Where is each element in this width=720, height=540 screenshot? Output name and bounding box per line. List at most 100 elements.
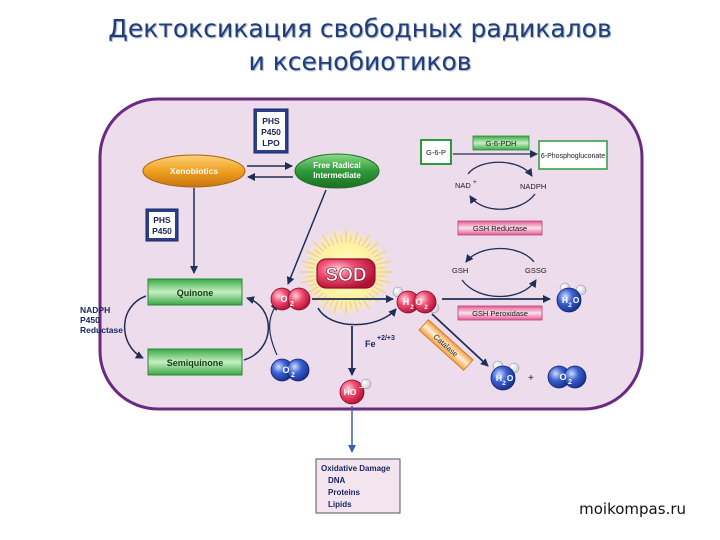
reductase-label: P450 <box>80 315 100 325</box>
arrow-nadph-to-nad <box>469 193 536 210</box>
molecule-water-right: H 2 O <box>556 282 587 313</box>
free-radical-label: Intermediate <box>313 171 361 180</box>
reductase-label: NADPH <box>80 305 110 315</box>
sun-ray <box>357 237 362 246</box>
semiquinone-label: Semiquinone <box>167 358 224 368</box>
gssg-label: GSSG <box>525 266 547 275</box>
molecule-superoxide: O 2 <box>270 287 311 311</box>
sun-ray <box>349 301 352 309</box>
sun-ray <box>321 242 327 250</box>
sun-ray <box>368 292 379 303</box>
sod-sunburst: SOD <box>300 228 392 316</box>
enzyme-label: P450 <box>152 226 172 236</box>
arrow-fenton-curve <box>317 307 397 326</box>
enzyme-label: PHS <box>262 116 280 126</box>
sun-ray <box>368 241 379 252</box>
sun-ray <box>365 242 371 250</box>
gsh-reductase-bar: GSH Reductase <box>457 220 543 236</box>
node-quinone: Quinone <box>147 278 243 306</box>
molecule-hydroxyl: HO − <box>339 378 372 405</box>
oxidative-damage-box: Oxidative Damage DNA Proteins Lipids <box>315 458 401 514</box>
sun-ray <box>305 286 319 294</box>
enzyme-label: P450 <box>261 127 281 137</box>
molecule-water-bottom: H 2 O <box>490 360 520 391</box>
sun-ray <box>375 282 384 287</box>
h2o2-label: O <box>415 297 422 307</box>
node-xenobiotics: Xenobiotics <box>142 154 246 188</box>
gsh-peroxidase-bar: GSH Peroxidase <box>457 305 543 321</box>
sun-ray <box>313 249 321 255</box>
enzyme-phs-p450-lpo: PHS P450 LPO <box>253 108 289 154</box>
h2o-label: H <box>496 373 502 383</box>
sun-ray <box>306 266 315 269</box>
h2o-sub: 2 <box>502 380 506 387</box>
gsh-reductase-label: GSH Reductase <box>473 224 527 233</box>
arrow-h2o2-to-catalase-products <box>431 313 489 367</box>
sun-ray <box>308 282 317 287</box>
quinone-label: Quinone <box>177 288 214 298</box>
molecule-hydrogen-peroxide: H 2 O 2 <box>392 286 440 314</box>
arrow-radical-to-superoxide <box>286 189 327 285</box>
plus-sign: + <box>528 373 534 384</box>
sun-ray <box>333 300 339 314</box>
enzyme-label: LPO <box>262 138 280 148</box>
sun-ray <box>373 286 387 294</box>
nadp-label: NAD <box>455 181 471 190</box>
sun-ray <box>313 241 324 252</box>
sun-ray <box>371 249 379 255</box>
arrow-semiquinone-to-quinone <box>243 296 270 361</box>
o2-label: O <box>280 294 287 304</box>
node-free-radical-intermediate: Free Radical Intermediate <box>294 153 380 189</box>
sun-ray <box>301 279 316 284</box>
h2o-sub: 2 <box>568 302 572 309</box>
nadp-sup: + <box>473 179 477 186</box>
o2-sub: 2 <box>290 301 294 308</box>
title-line-2: и ксенобиотиков <box>248 47 472 76</box>
fe-sup: +2/+3 <box>377 335 395 342</box>
g6pdh-label: G-6-PDH <box>486 139 517 148</box>
sun-ray <box>376 260 391 265</box>
h2o-label: O <box>573 295 580 305</box>
xenobiotics-label: Xenobiotics <box>170 166 218 176</box>
o2-sub: 2 <box>568 379 572 386</box>
page-title: Дектоксикация свободных радикалов и ксен… <box>0 12 720 78</box>
g6p-box: G-6-P <box>420 139 452 165</box>
o2-sub: 2 <box>291 372 295 379</box>
sun-ray <box>377 266 386 269</box>
ho-sup: − <box>359 385 363 392</box>
enzyme-phs-p450: PHS P450 <box>145 208 179 242</box>
h2o2-sub: 2 <box>410 304 414 311</box>
arrow-nad-to-nadph <box>467 161 533 177</box>
arrow-quinone-to-semiquinone <box>123 295 147 359</box>
sun-ray <box>349 235 352 243</box>
sun-ray <box>353 300 359 314</box>
sun-ray <box>340 235 343 243</box>
sun-ray <box>371 289 379 295</box>
phosphogluconate-label: 6-Phosphogluconate <box>541 153 605 160</box>
h2o2-label: H <box>403 297 410 307</box>
sun-ray <box>357 298 362 307</box>
sun-ray <box>313 289 321 295</box>
enzyme-label: PHS <box>153 215 171 225</box>
g6p-label: G-6-P <box>426 148 446 157</box>
sun-ray <box>377 275 386 278</box>
gsh-peroxidase-label: GSH Peroxidase <box>472 309 528 318</box>
sun-ray <box>340 301 343 309</box>
o2-label: O <box>559 372 566 382</box>
phosphogluconate-box: 6-Phosphogluconate <box>538 140 608 170</box>
arrow-gsh-to-gssg <box>461 279 537 298</box>
sun-ray <box>376 279 391 284</box>
sun-ray <box>322 235 331 247</box>
g6pdh-bar: G-6-PDH <box>472 135 530 151</box>
sun-ray <box>330 298 335 307</box>
molecule-oxygen-right: O 2 <box>547 365 587 389</box>
node-semiquinone: Semiquinone <box>147 348 243 376</box>
o2-label: O <box>282 365 289 375</box>
h2o2-sub: 2 <box>424 304 428 311</box>
reductase-label: Reductase <box>80 325 123 335</box>
free-radical-label: Free Radical <box>313 161 361 170</box>
title-line-1: Дектоксикация свободных радикалов <box>108 14 612 43</box>
damage-item: Proteins <box>328 488 361 497</box>
sun-ray <box>313 292 324 303</box>
